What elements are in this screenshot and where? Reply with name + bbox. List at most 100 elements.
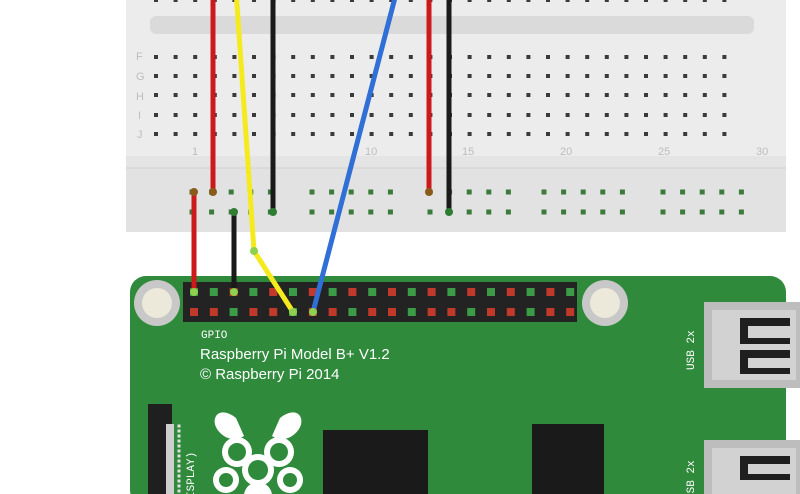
gpio-pin	[546, 288, 555, 296]
gpio-pin	[487, 308, 495, 316]
gpio-pin	[269, 308, 278, 316]
breadboard-hole	[565, 0, 570, 2]
breadboard-hole	[546, 132, 550, 136]
breadboard-hole	[487, 55, 492, 59]
breadboard-hole	[526, 93, 531, 97]
breadboard-hole	[644, 0, 648, 2]
breadboard-hole	[330, 0, 335, 2]
gpio-pin	[209, 288, 218, 296]
breadboard-hole	[369, 0, 374, 2]
breadboard-hole	[369, 55, 374, 59]
gpio-pin	[526, 288, 535, 296]
breadboard-hole	[702, 132, 707, 136]
breadboard-hole	[604, 55, 609, 59]
breadboard-hole	[310, 55, 315, 59]
raspberry-pi-board: GPIO Raspberry Pi Model B+ V1.2 © Raspbe…	[130, 276, 800, 494]
breadboard-hole	[624, 93, 629, 97]
breadboard-hole	[173, 132, 178, 136]
gpio-pin	[407, 308, 416, 316]
row-label-j: J	[137, 129, 143, 141]
breadboard-hole	[683, 132, 688, 136]
breadboard-hole	[702, 0, 707, 2]
row-label-f: F	[136, 51, 143, 63]
display-connector	[148, 404, 174, 494]
rail-hole	[427, 209, 433, 215]
breadboard-hole	[487, 0, 492, 2]
breadboard-hole	[624, 113, 629, 117]
rail-hole	[541, 209, 547, 215]
rail-hole	[329, 189, 335, 195]
rail-hole	[466, 189, 472, 195]
breadboard-hole	[252, 0, 256, 2]
rail-hole	[209, 209, 215, 215]
breadboard-hole	[467, 132, 472, 136]
display-pin	[177, 489, 181, 493]
gpio-pin	[427, 288, 436, 296]
usb-label-top: USB 2x	[686, 330, 698, 370]
display-pin	[177, 454, 181, 458]
breadboard: F G H I J 1 5 10 15 20 25 30	[126, 0, 786, 232]
breadboard-hole	[350, 0, 354, 2]
rail-hole	[486, 209, 492, 215]
rail-hole	[699, 189, 705, 195]
breadboard-hole	[565, 132, 570, 136]
usb-port-top	[704, 302, 800, 388]
row-label-g: G	[136, 71, 145, 83]
display-pin	[177, 469, 181, 473]
breadboard-hole	[389, 55, 394, 59]
breadboard-hole	[604, 74, 609, 78]
breadboard-hole	[154, 93, 158, 97]
breadboard-hole	[467, 113, 472, 117]
breadboard-hole	[702, 55, 707, 59]
gpio-pins	[190, 288, 575, 316]
breadboard-hole	[722, 113, 727, 117]
rail-hole	[505, 209, 511, 215]
breadboard-hole	[683, 55, 688, 59]
breadboard-hole	[604, 132, 609, 136]
rail-hole	[660, 209, 666, 215]
breadboard-hole	[546, 0, 550, 2]
rail-hole	[368, 189, 374, 195]
breadboard-hole	[408, 74, 413, 78]
breadboard-power-rail-area	[126, 168, 786, 232]
breadboard-hole	[546, 74, 550, 78]
rail-hole	[680, 209, 686, 215]
gpio-pin	[566, 308, 575, 316]
breadboard-hole	[624, 132, 629, 136]
gpio-pin	[249, 308, 258, 316]
breadboard-hole	[487, 74, 492, 78]
gpio-pin	[308, 288, 317, 296]
breadboard-hole	[663, 0, 668, 2]
rail-hole	[561, 209, 567, 215]
breadboard-hole	[644, 113, 648, 117]
breadboard-hole	[565, 74, 570, 78]
breadboard-hole	[310, 113, 315, 117]
breadboard-hole	[487, 132, 492, 136]
breadboard-hole	[330, 55, 335, 59]
breadboard-hole	[232, 132, 237, 136]
rail-hole	[680, 189, 686, 195]
breadboard-hole	[467, 55, 472, 59]
breadboard-center-channel	[150, 16, 754, 34]
breadboard-hole	[624, 74, 629, 78]
mounting-hole-right	[582, 280, 628, 326]
breadboard-hole	[487, 93, 492, 97]
breadboard-hole	[702, 74, 707, 78]
rail-hole	[619, 209, 625, 215]
breadboard-hole	[173, 93, 178, 97]
gpio-pin	[447, 288, 456, 296]
breadboard-hole	[330, 93, 335, 97]
rail-hole	[329, 209, 335, 215]
breadboard-hole	[408, 113, 413, 117]
gpio-header	[183, 282, 577, 322]
breadboard-hole	[193, 93, 198, 97]
breadboard-hole	[154, 0, 158, 2]
gpio-pin	[229, 308, 238, 316]
breadboard-hole	[389, 74, 394, 78]
breadboard-hole	[330, 74, 335, 78]
breadboard-hole	[565, 55, 570, 59]
gpio-pin	[368, 308, 377, 316]
gpio-pin	[368, 288, 377, 296]
breadboard-hole	[389, 0, 394, 2]
breadboard-hole	[350, 74, 354, 78]
